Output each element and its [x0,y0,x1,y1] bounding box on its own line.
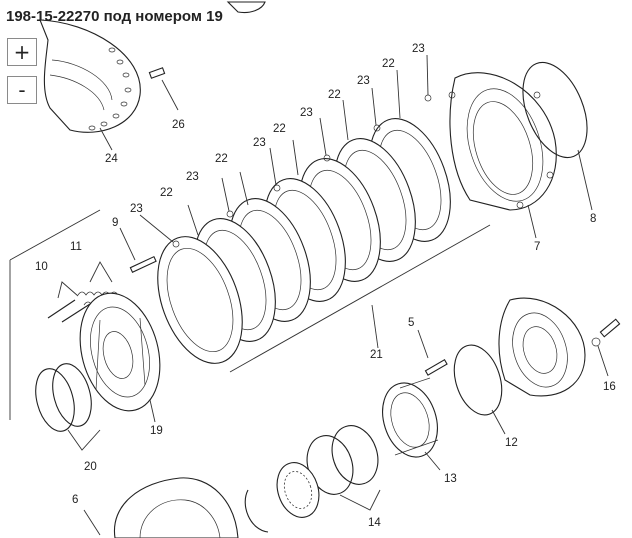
callout-5[interactable]: 5 [408,317,414,329]
part-9-pin[interactable] [129,255,157,273]
callout-23-d[interactable]: 23 [253,137,266,149]
callout-23-e[interactable]: 23 [186,171,199,183]
callout-10[interactable]: 10 [35,261,48,273]
callout-22-d[interactable]: 22 [215,153,228,165]
part-13-drum[interactable] [374,376,447,464]
callout-23-b[interactable]: 23 [357,75,370,87]
part-7-housing[interactable] [448,72,557,211]
part-piston-housing[interactable] [498,297,586,397]
callout-21[interactable]: 21 [370,349,383,361]
zoom-out-button[interactable]: - [7,76,37,104]
callout-20[interactable]: 20 [84,461,97,473]
callout-12[interactable]: 12 [505,437,518,449]
diagram-title: 198-15-22270 под номером 19 [6,8,223,25]
callout-14[interactable]: 14 [368,517,381,529]
part-26-pin[interactable] [148,67,166,79]
callout-9[interactable]: 9 [112,217,118,229]
callout-24[interactable]: 24 [105,153,118,165]
part-top-fragment [226,1,266,14]
callout-16[interactable]: 16 [603,381,616,393]
callout-23-f[interactable]: 23 [130,203,143,215]
callout-11[interactable]: 11 [70,241,82,253]
part-bearing[interactable] [270,457,325,523]
part-5-pin[interactable] [424,359,448,376]
callout-22-e[interactable]: 22 [160,187,173,199]
part-16-bolt[interactable] [591,318,621,347]
callout-23-c[interactable]: 23 [300,107,313,119]
part-12-ring[interactable] [446,339,510,421]
part-6-housing[interactable] [113,477,239,538]
callout-labels: 24 26 23 23 23 23 23 23 22 22 22 22 22 9… [35,43,616,529]
part-24-gear[interactable] [39,19,141,133]
part-snap-ring[interactable] [244,489,269,533]
callout-8[interactable]: 8 [590,213,596,225]
part-8-ring[interactable] [510,53,599,167]
callout-26[interactable]: 26 [172,119,185,131]
zoom-in-button[interactable]: + [7,38,37,66]
callout-6[interactable]: 6 [72,494,78,506]
part-23-clips[interactable] [172,94,432,248]
part-22-clutch-plates[interactable] [142,108,466,375]
part-20-rings[interactable] [29,359,97,435]
callout-7[interactable]: 7 [534,241,540,253]
callout-19[interactable]: 19 [150,425,163,437]
part-19-carrier[interactable] [68,284,172,420]
callout-22-c[interactable]: 22 [273,123,286,135]
callout-22-a[interactable]: 22 [382,58,395,70]
callout-23-a[interactable]: 23 [412,43,425,55]
part-10-pins[interactable] [47,299,91,323]
callout-13[interactable]: 13 [444,473,457,485]
callout-22-b[interactable]: 22 [328,89,341,101]
